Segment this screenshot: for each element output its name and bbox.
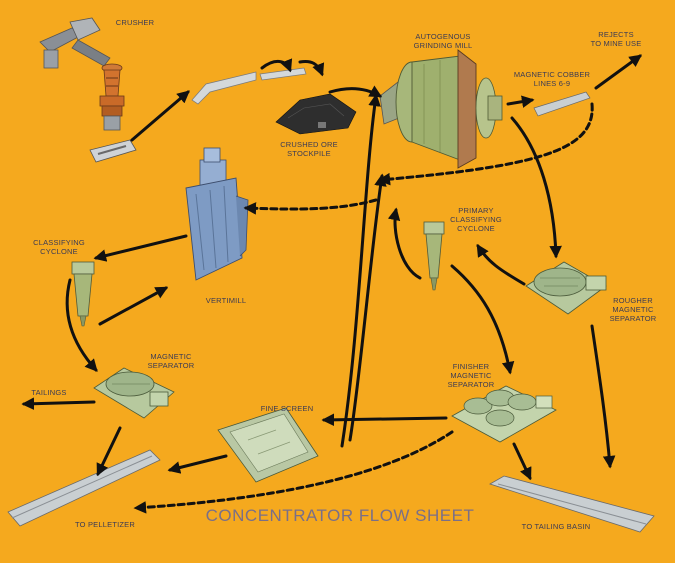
crusher-equipment <box>39 17 137 163</box>
primary-cyclone-overflow-arrow <box>450 264 515 375</box>
fine-screen-return-to-mill-arrow <box>340 93 381 448</box>
classifying-cyclone-to-vertimill-arrow <box>98 286 169 326</box>
finisher-label: FINISHER MAGNETIC SEPARATOR <box>447 362 495 389</box>
rejects-label: REJECTS TO MINE USE <box>590 30 642 48</box>
autogenous-mill-equipment <box>379 49 503 169</box>
tailing-basin-trough-equipment <box>489 475 655 533</box>
finisher-to-tailing-basin-arrow <box>512 442 532 481</box>
rougher-to-tailing-basin-arrow <box>590 324 616 469</box>
cyclone-return-to-vertimill-dashed-arrow <box>243 198 378 215</box>
cobber-to-rejects-arrow <box>594 54 643 90</box>
magnetic-cobber-equipment <box>533 91 591 117</box>
cobber-return-dashed-arrow <box>377 102 594 186</box>
primary-cyclone-underflow-arrow <box>387 207 422 280</box>
magnetic-cobber-label: MAGNETIC COBBER LINES 6-9 <box>513 70 591 88</box>
conveyor-to-stockpile-arrow <box>260 58 293 73</box>
vertimill-to-classifying-cyclone-arrow <box>93 234 188 262</box>
mill-to-rougher-arrow <box>510 116 562 259</box>
rougher-label: ROUGHER MAGNETIC SEPARATOR <box>609 296 657 323</box>
fine-screen-to-pelletizer-arrow <box>167 454 228 474</box>
crusher-to-conveyor-arrow <box>130 90 190 142</box>
classifying-cyclone-equipment <box>71 261 95 327</box>
rougher-to-primary-cyclone-arrow <box>476 243 526 286</box>
primary-cyclone-label: PRIMARY CLASSIFYING CYCLONE <box>450 206 502 233</box>
finisher-separator-equipment <box>451 385 557 443</box>
rougher-separator-equipment <box>525 261 607 315</box>
mill-to-cobber-arrow <box>506 95 535 108</box>
pelletizer-trough-equipment <box>7 449 161 527</box>
vertimill-equipment <box>185 147 249 281</box>
stockpile-label: CRUSHED ORE STOCKPILE <box>280 140 338 158</box>
separator-to-tailings-arrow <box>21 397 96 411</box>
conveyor-return-arrow <box>298 60 325 77</box>
finisher-to-fine-screen-arrow <box>321 413 448 427</box>
stockpile-equipment <box>275 93 357 135</box>
finisher-to-pelletizer-dashed-arrow <box>133 430 454 514</box>
vertimill-label: VERTIMILL <box>205 296 247 305</box>
tailings-label: TAILINGS <box>31 388 67 397</box>
classifying-cyclone-label: CLASSIFYING CYCLONE <box>33 238 85 256</box>
conveyor-equipment <box>191 67 307 105</box>
flow-arrows <box>21 54 643 514</box>
classifying-cyclone-to-separator-arrow <box>65 278 98 372</box>
magnetic-separator-equipment <box>93 367 175 419</box>
to-tailing-basin-label: TO TAILING BASIN <box>521 522 591 531</box>
autogenous-mill-label: AUTOGENOUS GRINDING MILL <box>413 32 473 50</box>
separator-to-pelletizer-arrow <box>96 426 122 477</box>
to-pelletizer-label: TO PELLETIZER <box>75 520 135 529</box>
stockpile-to-mill-arrow <box>328 85 383 98</box>
crusher-label: CRUSHER <box>115 18 155 27</box>
magnetic-separator-label: MAGNETIC SEPARATOR <box>147 352 195 370</box>
fine-screen-equipment <box>217 407 319 483</box>
primary-cyclone-equipment <box>423 221 445 291</box>
fine-screen-label: FINE SCREEN <box>260 404 314 413</box>
diagram-title: CONCENTRATOR FLOW SHEET <box>205 506 475 525</box>
fine-screen-loop-arrow <box>348 173 387 442</box>
